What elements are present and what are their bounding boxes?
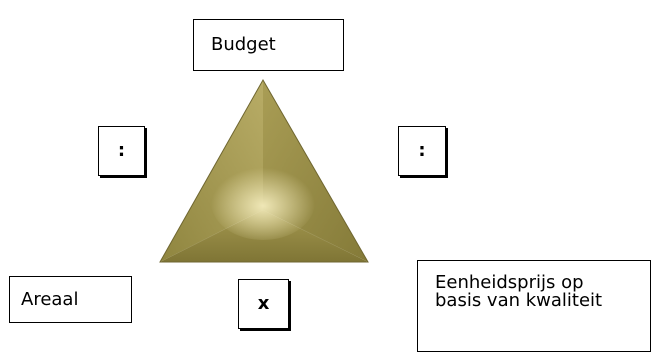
divide-operator-right: : (398, 126, 446, 176)
unit-price-label-line2: basis van kwaliteit (435, 290, 603, 311)
operator-right-symbol: : (418, 140, 426, 161)
triangle-highlight (211, 164, 315, 240)
multiply-operator: x (238, 279, 289, 329)
unit-price-label-line1: Eenheidsprijs op (435, 272, 584, 293)
triangle-outline (159, 78, 369, 263)
areaal-label: Areaal (21, 288, 79, 310)
budget-box: Budget (193, 19, 344, 71)
areaal-box: Areaal (9, 276, 132, 323)
operator-left-symbol: : (117, 140, 126, 161)
formula-triangle (159, 78, 369, 263)
unit-price-box: Eenheidsprijs op basis van kwaliteit (417, 260, 651, 352)
budget-label: Budget (211, 34, 276, 55)
divide-operator-left: : (98, 126, 145, 176)
operator-bottom-symbol: x (257, 293, 270, 314)
